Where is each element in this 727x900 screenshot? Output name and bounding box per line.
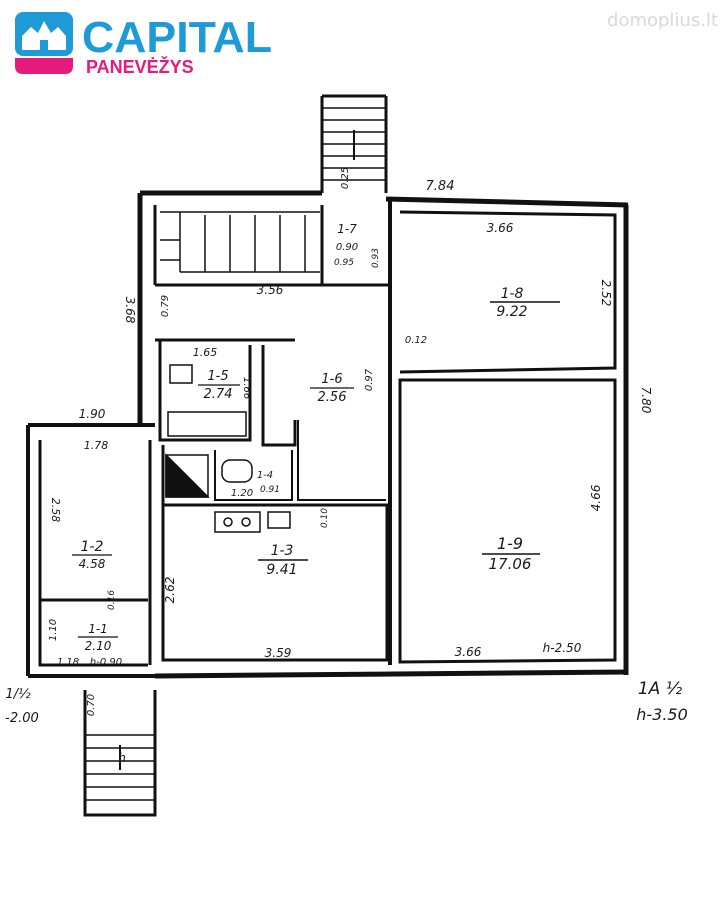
room-area: 9.41: [266, 562, 297, 578]
room-id: 1-6: [321, 372, 342, 387]
room-area: 0.90: [336, 242, 358, 253]
watermark: domoplius.lt: [607, 10, 718, 31]
dim-label: 1.90: [79, 407, 106, 421]
room-area: 4.58: [79, 557, 106, 571]
dim-label: 7.80: [639, 387, 653, 414]
dim-label: 3.59: [265, 646, 292, 660]
dim-label: 3.68: [123, 297, 137, 324]
room-id: 1-3: [271, 543, 294, 559]
room-id: 1-9: [497, 534, 523, 553]
fixtures: [165, 364, 291, 533]
legend-height: h-3.50: [636, 705, 688, 724]
brand-name: CAPITAL: [82, 13, 272, 62]
toilet-icon: [221, 459, 253, 483]
dim-label: 0.70: [86, 694, 97, 716]
dim-label: 1.78: [84, 439, 109, 452]
dim-label: 0.12: [405, 335, 427, 346]
dim-label: 0.97: [364, 368, 375, 391]
dim-label: 2.52: [599, 280, 613, 307]
room-area: 2.10: [85, 639, 112, 653]
dim-label: h-0.90: [90, 657, 122, 668]
top-stairs: [322, 107, 386, 181]
dim-label: 4.66: [589, 484, 603, 511]
dim-label: 0.10: [320, 508, 330, 528]
room-area: 17.06: [489, 555, 532, 573]
dim-label: -2.00: [5, 711, 39, 726]
room-id: 1-8: [501, 286, 524, 302]
bottom-stairs: [83, 690, 157, 817]
room-id: 1-1: [88, 622, 108, 636]
walls: [26, 94, 629, 679]
dim-label: 3.66: [487, 221, 514, 235]
room-area: 2.74: [204, 387, 233, 402]
inner-stairs: [160, 211, 320, 273]
sink-icon: [169, 364, 193, 384]
brand-city: PANEVĖŽYS: [86, 56, 194, 77]
dim-label: 7.84: [426, 179, 455, 194]
room-area: 2.56: [318, 390, 347, 405]
dim-label: 1.10: [48, 619, 59, 641]
dim-label: 1.66: [241, 377, 252, 399]
capital-logo: CAPITAL PANEVĖŽYS: [15, 12, 272, 77]
dim-label: 0.93: [371, 248, 381, 268]
dim-label: 2.58: [49, 498, 62, 523]
dimension-labels: 7.84 3.66 2.52 3.56 3.68 0.25 0.95 0.93 …: [5, 167, 653, 765]
legend-code: 1A ½: [638, 679, 683, 699]
room-id: 1-2: [81, 539, 104, 555]
dim-label: h: [118, 751, 126, 765]
dim-label: 1.65: [193, 346, 218, 359]
dim-label: 0.25: [340, 167, 351, 189]
dim-label: 1/½: [5, 687, 31, 702]
dim-label: 0.79: [160, 295, 171, 317]
room-id: 1-7: [337, 222, 357, 236]
dim-label: h-2.50: [543, 641, 582, 655]
dim-label: 1.18: [57, 657, 79, 668]
dim-label: 3.66: [455, 645, 482, 659]
dim-label: 0.16: [107, 590, 117, 610]
room-id: 1-5: [207, 369, 228, 384]
room-id: 1-4: [257, 470, 273, 481]
house-logo-icon: [15, 12, 73, 74]
dim-label: 2.62: [163, 577, 177, 604]
stove-icon: [214, 511, 261, 533]
dim-label: 3.56: [257, 283, 284, 297]
dim-label: 0.91: [260, 485, 280, 495]
room-area: 1.20: [231, 488, 253, 499]
plan-legend: 1A ½ h-3.50: [636, 679, 688, 724]
room-labels: 1-7 0.90 1-8 9.22 1-5 2.74 1-6 2.56 1-4 …: [72, 222, 560, 653]
bathtub-icon: [167, 411, 247, 437]
room-area: 9.22: [496, 304, 527, 320]
dim-label: 0.95: [334, 258, 354, 268]
